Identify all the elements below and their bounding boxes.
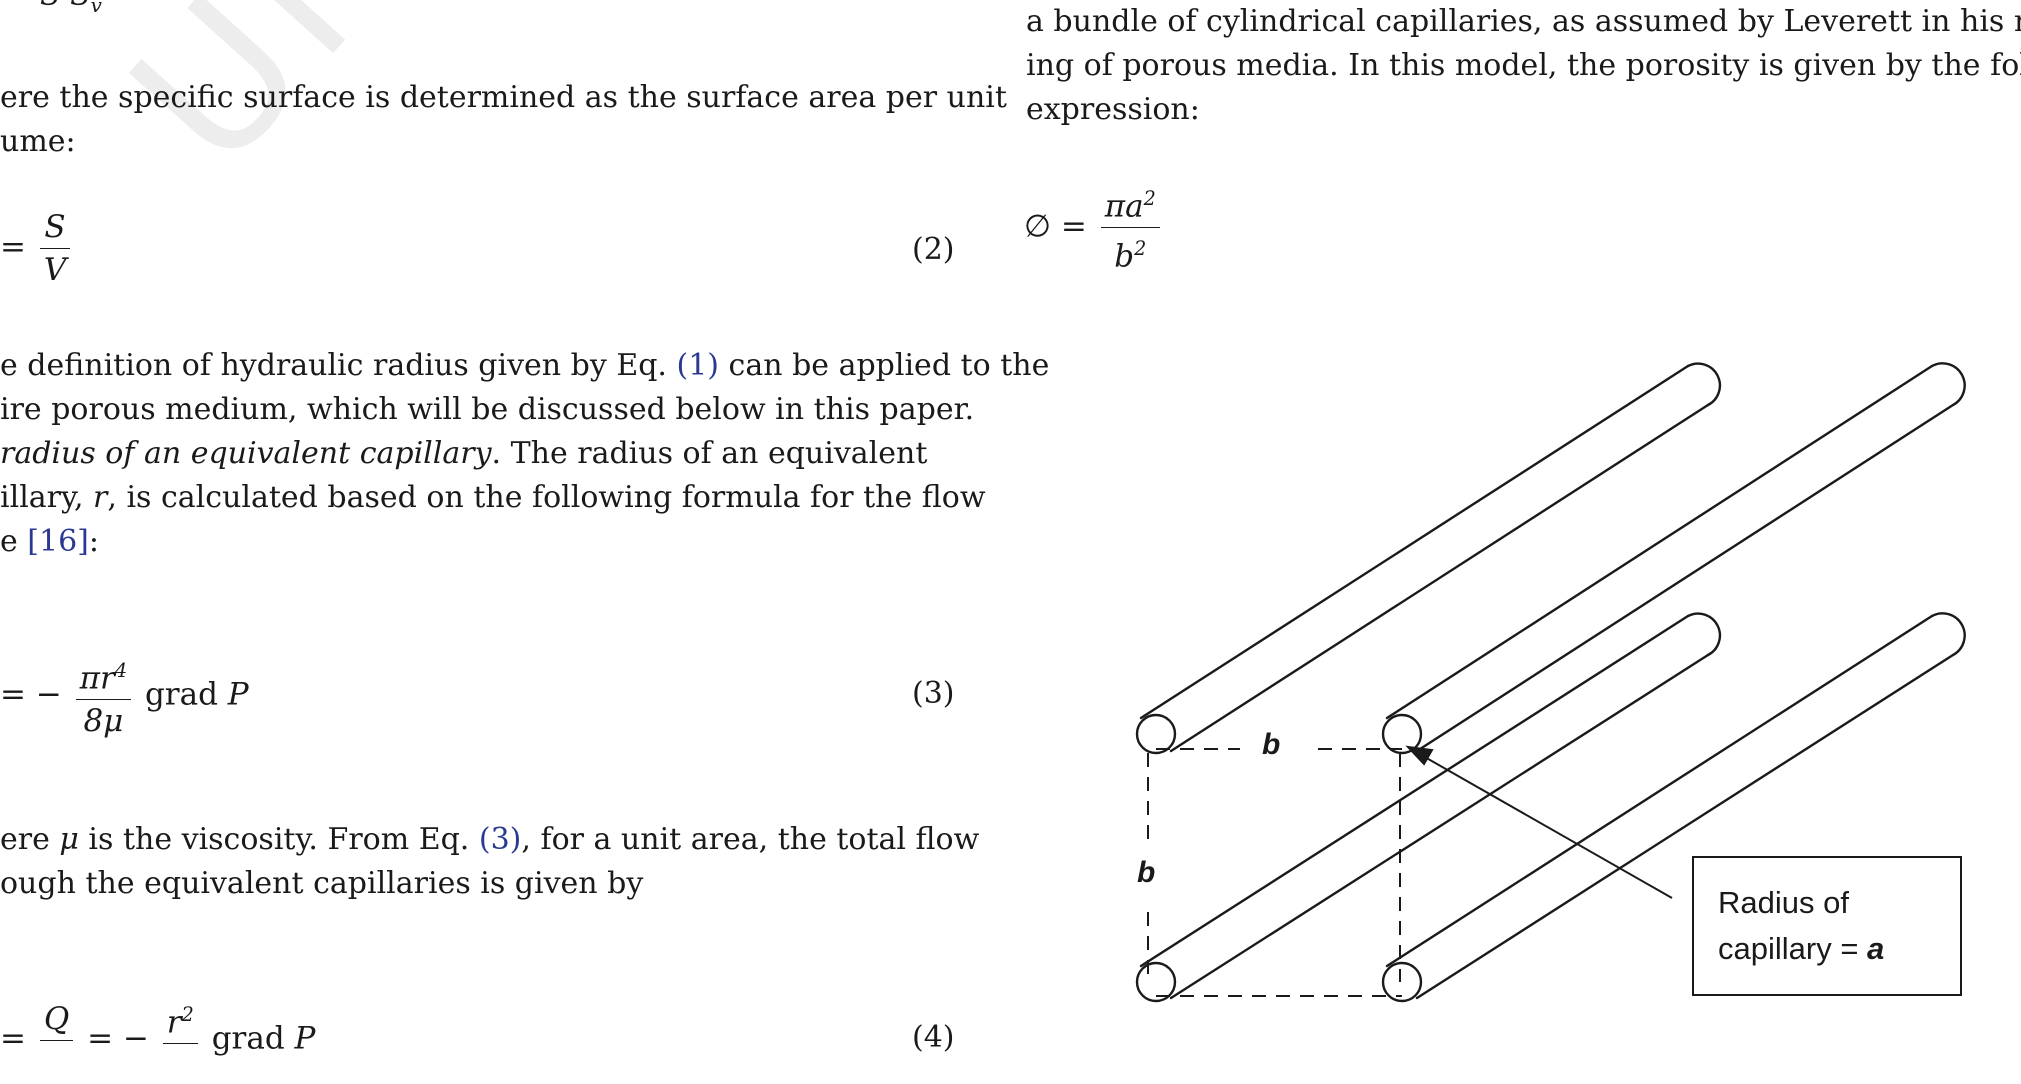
eq1-fragment: S Sv	[40, 0, 102, 17]
capillary-bundle-figure	[1135, 362, 1966, 1003]
paragraph-viscosity-line1: ere μ is the viscosity. From Eq. (3), fo…	[0, 822, 980, 857]
ref-16-link[interactable]: [16]	[27, 524, 89, 559]
capillary-tube-top-right	[1381, 362, 1966, 755]
equation-4-number: (4)	[912, 1020, 955, 1055]
callout-line1: Radius of	[1718, 885, 1849, 920]
paragraph-capillary-line1: radius of an equivalent capillary. The r…	[0, 436, 928, 471]
paragraph-specific-surface-line1: ere the specific surface is determined a…	[0, 80, 1007, 115]
paragraph-capillary-line2: illary, r, is calculated based on the fo…	[0, 480, 986, 515]
right-text-line1: a bundle of cylindrical capillaries, as …	[1026, 4, 2021, 39]
label-b-horizontal: b	[1262, 728, 1281, 761]
right-text-line3: expression:	[1026, 92, 1200, 127]
paragraph-specific-surface-line2: ume:	[0, 124, 76, 159]
paragraph-viscosity-line2: ough the equivalent capillaries is given…	[0, 866, 644, 901]
right-text-line2: ing of porous media. In this model, the …	[1026, 48, 2021, 83]
eq3-link[interactable]: (3)	[478, 822, 522, 857]
callout-box	[1692, 856, 1962, 996]
capillary-tube-bottom-left	[1135, 612, 1722, 1003]
label-b-vertical: b	[1137, 856, 1156, 889]
paragraph-hydraulic-line1: e definition of hydraulic radius given b…	[0, 348, 1050, 383]
callout-arrow	[1405, 745, 1673, 899]
callout-line2: capillary = a	[1718, 931, 1885, 966]
paragraph-capillary-line3: e [16]:	[0, 524, 99, 559]
callout-text: Radius of capillary = a	[1718, 880, 1884, 972]
equation-3-number: (3)	[912, 676, 955, 711]
paragraph-hydraulic-line2: ire porous medium, which will be discuss…	[0, 392, 975, 427]
eq1-link[interactable]: (1)	[676, 348, 720, 383]
capillary-tube-top-left	[1135, 362, 1722, 755]
spacing-dashed-square	[1147, 748, 1402, 997]
equation-2-number: (2)	[912, 232, 955, 267]
capillary-tube-bottom-right	[1381, 612, 1966, 1003]
equation-4: = Q = − r2 grad P	[0, 996, 315, 1084]
